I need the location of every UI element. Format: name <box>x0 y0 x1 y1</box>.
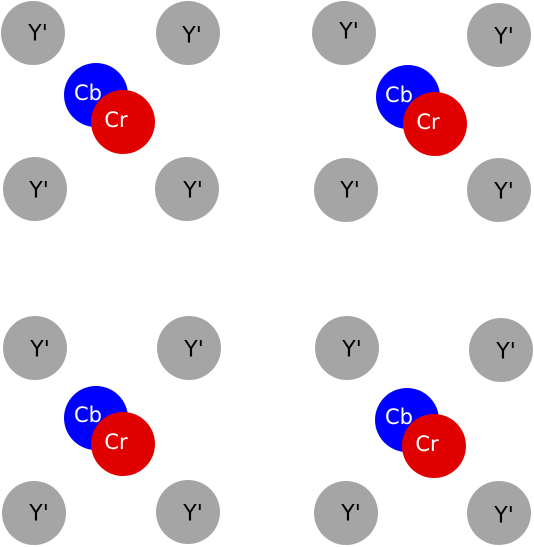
cb-label: Cb <box>74 81 102 105</box>
cb-label: Cb <box>385 83 413 107</box>
luma-label: Y' <box>28 179 49 204</box>
luma-sample: Y' <box>315 316 379 380</box>
cr-sample: Cr <box>91 412 155 476</box>
luma-sample: Y' <box>1 1 65 65</box>
cr-label: Cr <box>104 108 128 132</box>
luma-sample: Y' <box>3 316 67 380</box>
cr-label: Cr <box>104 430 128 454</box>
cb-label: Cb <box>74 403 102 427</box>
luma-label: Y' <box>340 502 361 527</box>
sample-block-top-right: Y' Y' Y' Y' Cb Cr <box>312 1 531 222</box>
luma-sample: Y' <box>2 481 66 545</box>
luma-label: Y' <box>341 338 362 363</box>
luma-label: Y' <box>338 20 359 45</box>
luma-label: Y' <box>493 504 514 529</box>
cr-sample: Cr <box>403 92 467 156</box>
luma-sample: Y' <box>467 3 531 67</box>
luma-sample: Y' <box>155 157 219 221</box>
luma-sample: Y' <box>3 157 67 221</box>
luma-label: Y' <box>28 502 49 527</box>
luma-label: Y' <box>29 338 50 363</box>
cb-label: Cb <box>385 405 413 429</box>
cr-label: Cr <box>415 432 439 456</box>
luma-label: Y' <box>493 180 514 205</box>
luma-label: Y' <box>183 338 204 363</box>
luma-sample: Y' <box>312 1 376 65</box>
luma-label: Y' <box>182 502 203 527</box>
luma-sample: Y' <box>467 158 531 222</box>
luma-label: Y' <box>339 179 360 204</box>
cr-sample: Cr <box>402 414 466 478</box>
luma-sample: Y' <box>314 158 378 222</box>
sample-block-top-left: Y' Y' Y' Y' Cb Cr <box>1 1 220 221</box>
sample-block-bottom-left: Y' Y' Y' Y' Cb Cr <box>2 316 221 545</box>
luma-label: Y' <box>27 22 48 47</box>
luma-sample: Y' <box>467 481 531 545</box>
cr-sample: Cr <box>91 90 155 154</box>
sample-block-bottom-right: Y' Y' Y' Y' Cb Cr <box>314 316 533 545</box>
luma-label: Y' <box>493 25 514 50</box>
cr-label: Cr <box>416 110 440 134</box>
luma-sample: Y' <box>314 481 378 545</box>
luma-label: Y' <box>182 179 203 204</box>
luma-label: Y' <box>495 340 516 365</box>
luma-sample: Y' <box>156 480 220 544</box>
luma-sample: Y' <box>469 318 533 382</box>
luma-sample: Y' <box>156 1 220 65</box>
luma-label: Y' <box>181 24 202 49</box>
luma-sample: Y' <box>157 316 221 380</box>
